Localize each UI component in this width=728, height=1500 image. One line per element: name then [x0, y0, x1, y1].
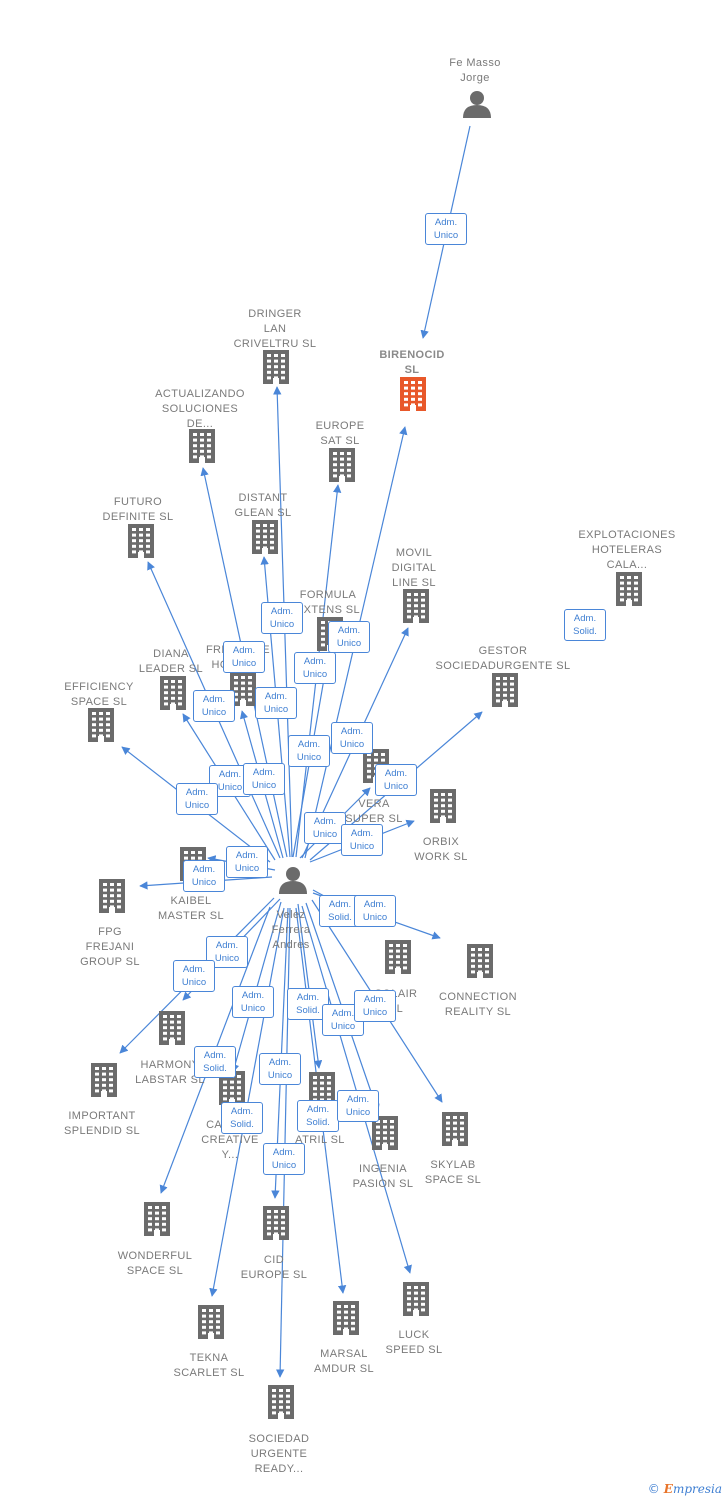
company-label-efficiency[interactable]: EFFICIENCY SPACE SL	[64, 681, 134, 708]
role-badge-wonderful[interactable]: Adm. Unico	[232, 986, 274, 1018]
brand-name: mpresia	[672, 1482, 722, 1496]
role-badge-efficiency[interactable]: Adm. Unico	[176, 783, 218, 815]
building-icon-explotaciones[interactable]	[616, 572, 642, 606]
role-badge-sociedad[interactable]: Adm. Unico	[263, 1143, 305, 1175]
company-label-important[interactable]: IMPORTANT SPLENDID SL	[64, 1110, 140, 1137]
role-badge-marsal[interactable]: Adm. Solid.	[297, 1100, 339, 1132]
building-icon-gestor[interactable]	[492, 673, 518, 707]
role-badge-cid[interactable]: Adm. Unico	[259, 1053, 301, 1085]
building-icon-solair[interactable]	[385, 940, 411, 974]
brand-initial: E	[663, 1482, 673, 1496]
building-icon-efficiency[interactable]	[88, 708, 114, 742]
role-badge-capital[interactable]: Adm. Solid.	[194, 1046, 236, 1078]
company-label-ingenia[interactable]: INGENIA PASION SL	[352, 1163, 414, 1190]
company-label-luck[interactable]: LUCK SPEED SL	[385, 1329, 443, 1356]
role-badge-futuro[interactable]: Adm. Unico	[193, 690, 235, 722]
building-icon-connection[interactable]	[467, 944, 493, 978]
person-icon-velez-ferrera-andres[interactable]	[279, 867, 307, 894]
copyright-symbol: ©	[647, 1482, 660, 1496]
company-label-distant[interactable]: DISTANT GLEAN SL	[234, 492, 292, 519]
edge-velez-ferrera-andres-to-atril	[297, 903, 323, 1069]
person-label-fe-masso-jorge[interactable]: Fe Masso Jorge	[449, 57, 501, 84]
company-label-formula[interactable]: FORMULA EXTENS SL	[295, 589, 361, 616]
role-badge-actualizando[interactable]: Adm. Unico	[223, 641, 265, 673]
building-icon-dringer[interactable]	[263, 350, 289, 384]
company-label-movil[interactable]: MOVIL DIGITAL LINE SL	[391, 547, 437, 589]
role-badge-birenocid[interactable]: Adm. Unico	[328, 621, 370, 653]
role-badge-frejanise[interactable]: Adm. Unico	[243, 763, 285, 795]
role-badge-orbix[interactable]: Adm. Unico	[341, 824, 383, 856]
building-icon-luck[interactable]	[403, 1282, 429, 1316]
edge-velez-ferrera-andres-to-sociedad	[275, 907, 291, 1378]
person-label-velez-ferrera-andres[interactable]: Velez Ferrera Andres	[271, 909, 311, 951]
building-icon-wonderful[interactable]	[144, 1202, 170, 1236]
role-badge-skylab[interactable]: Adm. Unico	[354, 990, 396, 1022]
building-icon-orbix[interactable]	[430, 789, 456, 823]
building-icon-actualizando[interactable]	[189, 429, 215, 463]
role-badge-important[interactable]: Adm. Unico	[173, 960, 215, 992]
role-badge-gestor[interactable]: Adm. Unico	[375, 764, 417, 796]
role-badge-dringer[interactable]: Adm. Unico	[261, 602, 303, 634]
company-label-sociedad[interactable]: SOCIEDAD URGENTE READY...	[248, 1433, 310, 1475]
building-icon-marsal[interactable]	[333, 1301, 359, 1335]
building-icon-diana[interactable]	[160, 676, 186, 710]
role-badge-distant[interactable]: Adm. Unico	[255, 687, 297, 719]
company-label-marsal[interactable]: MARSAL AMDUR SL	[313, 1348, 375, 1375]
company-label-cid[interactable]: CID EUROPE SL	[240, 1254, 308, 1281]
role-badge-europe-sat[interactable]: Adm. Unico	[294, 652, 336, 684]
company-label-vera[interactable]: VERA SUPER SL	[345, 798, 403, 825]
building-icon-capital[interactable]	[219, 1071, 245, 1105]
person-icon-fe-masso-jorge[interactable]	[463, 91, 491, 118]
company-label-tekna[interactable]: TEKNA SCARLET SL	[173, 1352, 245, 1379]
building-icon-distant[interactable]	[252, 520, 278, 554]
building-icon-cid[interactable]	[263, 1206, 289, 1240]
company-label-europe-sat[interactable]: EUROPE SAT SL	[315, 420, 365, 447]
role-badge-tekna[interactable]: Adm. Solid.	[221, 1102, 263, 1134]
building-icon-europe-sat[interactable]	[329, 448, 355, 482]
empresia-footer[interactable]: ©Empresia	[648, 1482, 722, 1496]
edge-velez-ferrera-andres-to-luck	[301, 905, 412, 1274]
building-icon-movil[interactable]	[403, 589, 429, 623]
company-label-orbix[interactable]: ORBIX WORK SL	[414, 836, 468, 863]
role-badge-formula[interactable]: Adm. Unico	[288, 735, 330, 767]
role-badge-vera[interactable]: Adm. Unico	[304, 812, 346, 844]
company-label-birenocid[interactable]: BIRENOCID SL	[379, 349, 445, 376]
role-badge-explotaciones[interactable]: Adm. Solid.	[564, 609, 606, 641]
company-label-kaibel[interactable]: KAIBEL MASTER SL	[158, 895, 224, 922]
role-badge-luck[interactable]: Adm. Unico	[337, 1090, 379, 1122]
building-icon-futuro[interactable]	[128, 524, 154, 558]
company-label-actualizando[interactable]: ACTUALIZANDO SOLUCIONES DE...	[155, 388, 245, 430]
company-label-wonderful[interactable]: WONDERFUL SPACE SL	[117, 1250, 193, 1277]
company-label-dringer[interactable]: DRINGER LAN CRIVELTRU SL	[233, 308, 317, 350]
building-icon-frejanise[interactable]	[230, 672, 256, 706]
role-badge-connection[interactable]: Adm. Unico	[354, 895, 396, 927]
building-icon-fpg[interactable]	[99, 879, 125, 913]
building-icon-tekna[interactable]	[198, 1305, 224, 1339]
building-icon-important[interactable]	[91, 1063, 117, 1097]
company-label-diana[interactable]: DIANA LEADER SL	[138, 648, 204, 675]
building-icon-skylab[interactable]	[442, 1112, 468, 1146]
company-label-skylab[interactable]: SKYLAB SPACE SL	[424, 1159, 482, 1186]
role-badge-harmony[interactable]: Adm. Unico	[206, 936, 248, 968]
building-icon-birenocid[interactable]	[400, 377, 426, 411]
role-badge-movil[interactable]: Adm. Unico	[331, 722, 373, 754]
role-badge-fpg[interactable]: Adm. Unico	[183, 860, 225, 892]
role-badge-birenocid[interactable]: Adm. Unico	[425, 213, 467, 245]
building-icon-sociedad[interactable]	[268, 1385, 294, 1419]
role-badge-kaibel[interactable]: Adm. Unico	[226, 846, 268, 878]
company-label-explotaciones[interactable]: EXPLOTACIONES HOTELERAS CALA...	[578, 529, 676, 571]
company-label-gestor[interactable]: GESTOR SOCIEDADURGENTE SL	[435, 645, 571, 672]
company-label-connection[interactable]: CONNECTION REALITY SL	[439, 991, 517, 1018]
building-icon-harmony[interactable]	[159, 1011, 185, 1045]
company-label-futuro[interactable]: FUTURO DEFINITE SL	[102, 496, 174, 523]
company-label-fpg[interactable]: FPG FREJANI GROUP SL	[80, 926, 140, 968]
